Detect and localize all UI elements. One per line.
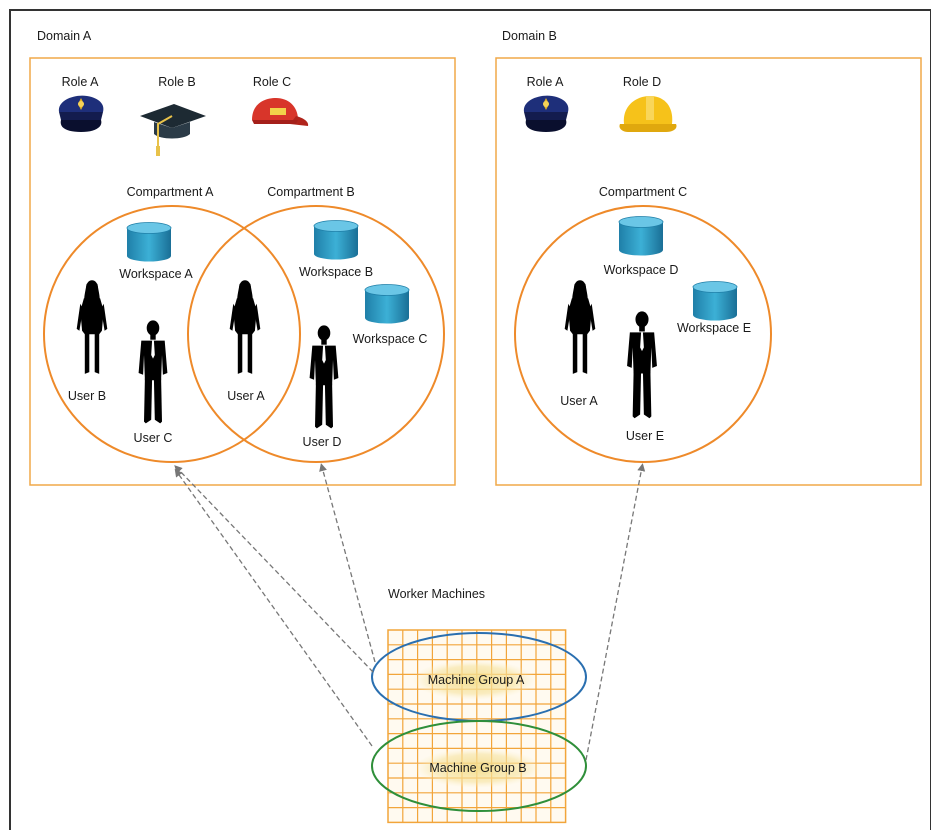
machine-group-a-label: Machine Group A (428, 673, 525, 687)
graduation-cap-icon (139, 103, 207, 157)
domain-b: Domain B Role A Role D Compartment C (495, 29, 922, 486)
domain-b-title: Domain B (502, 29, 557, 43)
workspace-d-icon (618, 216, 664, 256)
user-d-label: User D (303, 435, 342, 449)
police-cap-icon (523, 95, 569, 132)
outer-frame (9, 9, 931, 830)
male-user-icon (309, 325, 339, 429)
workspace-c-icon (364, 284, 410, 324)
female-user-icon (76, 280, 108, 374)
user-a-label: User A (227, 389, 265, 403)
role-d-label: Role D (623, 75, 661, 89)
domain-a-title: Domain A (37, 29, 92, 43)
compartment-a-circle (43, 205, 301, 463)
male-user-icon (627, 311, 657, 419)
user-c-label: User C (134, 431, 173, 445)
female-user-icon (564, 280, 596, 374)
role-b-label: Role B (158, 75, 196, 89)
compartment-a-label: Compartment A (127, 185, 215, 199)
machine-group-b-label: Machine Group B (429, 761, 526, 775)
arrow-group-a-to-compartment-a (174, 465, 374, 673)
workspace-e-label: Workspace E (677, 321, 751, 335)
arrow-group-b-to-compartment-c (585, 463, 646, 761)
role-a-label-b: Role A (527, 75, 564, 89)
workspace-e-icon (692, 281, 738, 321)
female-user-icon (229, 280, 261, 374)
workspace-d-label: Workspace D (604, 263, 679, 277)
compartment-c-label: Compartment C (599, 185, 687, 199)
workspace-b-label: Workspace B (299, 265, 373, 279)
workspace-b-icon (313, 220, 359, 260)
domain-b-box (495, 57, 922, 486)
machine-group-a-glow (412, 660, 536, 700)
worker-machines-title: Worker Machines (388, 587, 485, 601)
domain-a-box (29, 57, 456, 486)
arrow-group-a-to-compartment-b (319, 463, 376, 663)
machine-group-b-glow (414, 748, 542, 788)
assignment-arrows (174, 463, 646, 761)
baseball-cap-icon (252, 98, 309, 126)
compartment-c-circle (514, 205, 772, 463)
role-c-label: Role C (253, 75, 291, 89)
workspace-a-icon (126, 222, 172, 262)
machine-group-b-ellipse (371, 720, 587, 812)
user-e-label: User E (626, 429, 664, 443)
male-user-icon (138, 320, 168, 424)
compartment-b-circle (187, 205, 445, 463)
user-a-label-b: User A (560, 394, 598, 408)
machine-grid (387, 629, 567, 824)
hard-hat-icon (619, 96, 677, 132)
workspace-a-label: Workspace A (119, 267, 193, 281)
workspace-c-label: Workspace C (353, 332, 428, 346)
role-a-label: Role A (62, 75, 99, 89)
compartment-b-label: Compartment B (267, 185, 355, 199)
domain-a: Domain A Role A Role B Role C Compartmen… (29, 29, 456, 486)
user-b-label: User B (68, 389, 106, 403)
police-cap-icon (58, 95, 104, 132)
arrow-group-b-to-compartment-a (174, 468, 373, 747)
